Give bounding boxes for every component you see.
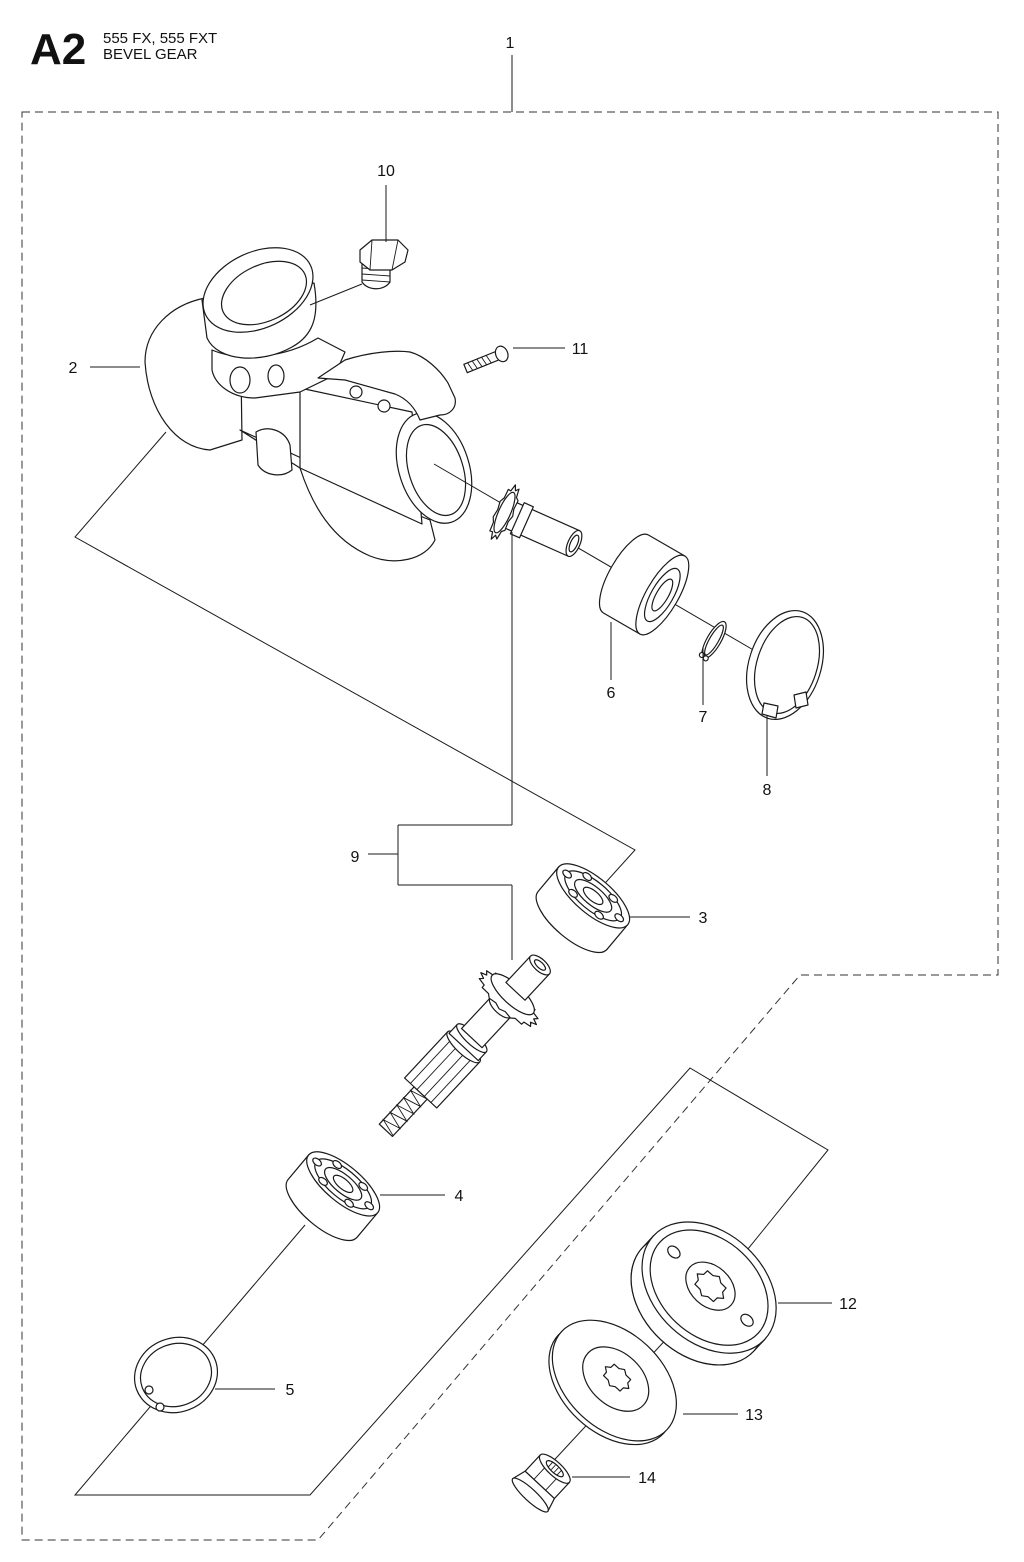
connector-2-3: [74, 431, 636, 903]
part-14-drawing: [511, 1453, 571, 1513]
upper-axis-line: [433, 463, 763, 656]
callout-2: 2: [69, 360, 78, 377]
callout-6: 6: [607, 685, 616, 702]
part-5-drawing: [133, 1336, 219, 1414]
callout-12: 12: [839, 1296, 857, 1313]
callout-13: 13: [745, 1407, 763, 1424]
connector-10-2: [309, 283, 363, 306]
part-4-drawing: [285, 1151, 381, 1242]
bracket-9: [368, 532, 513, 960]
callout-9: 9: [351, 849, 360, 866]
callout-8: 8: [763, 782, 772, 799]
callout-3: 3: [699, 910, 708, 927]
callout-7: 7: [699, 709, 708, 726]
callout-5: 5: [286, 1382, 295, 1399]
assembly-boundary: [21, 111, 999, 1541]
lower-bracket: [73, 1067, 829, 1496]
part-9-pinion-drawing: [489, 484, 583, 558]
callout-14: 14: [638, 1470, 656, 1487]
callout-4: 4: [455, 1188, 464, 1205]
part-3-drawing: [535, 863, 631, 954]
part-13-drawing: [548, 1319, 677, 1446]
callout-10: 10: [377, 163, 395, 180]
part-7-drawing: [698, 620, 727, 662]
part-9-gear-shaft-drawing: [378, 954, 551, 1138]
model-names: 555 FX, 555 FXT: [103, 30, 217, 47]
part-12-drawing: [630, 1221, 777, 1366]
part-2-drawing: [144, 247, 473, 562]
callout-1: 1: [506, 35, 515, 52]
diagram-code: A2: [30, 25, 86, 74]
part-11-drawing: [463, 345, 509, 374]
callout-11: 11: [572, 341, 589, 358]
part-10-drawing: [359, 239, 409, 290]
diagram-title: BEVEL GEAR: [103, 46, 198, 63]
part-8-drawing: [746, 609, 824, 721]
part-6-drawing: [598, 533, 690, 636]
